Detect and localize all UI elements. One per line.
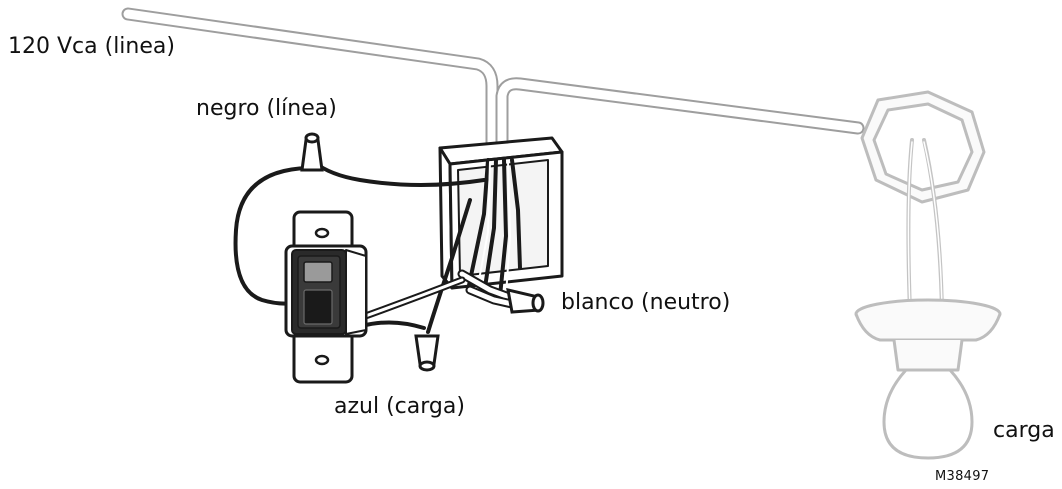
ceiling-box (860, 90, 986, 204)
black-line-wire (233, 160, 486, 306)
neutral-bundle (457, 269, 517, 309)
supply-cable (121, 7, 499, 159)
load-cable (495, 77, 865, 159)
label-load: carga (993, 418, 1055, 443)
blue-wire-nut (414, 334, 440, 372)
figure-code: M38497 (935, 469, 990, 484)
black-wire-nut (300, 132, 324, 172)
light-bulb (882, 368, 974, 460)
junction-box (438, 136, 564, 290)
label-blue-wire: azul (carga) (334, 394, 465, 419)
label-supply: 120 Vca (linea) (8, 34, 175, 59)
box-wires (466, 158, 522, 298)
label-white-wire: blanco (neutro) (561, 290, 731, 315)
fixture-wires-inner (907, 141, 943, 311)
label-black-wire: negro (línea) (196, 96, 337, 121)
neutral-wire-nut (506, 288, 545, 314)
lamp-fixture (854, 298, 1002, 372)
switch-device (284, 210, 368, 384)
